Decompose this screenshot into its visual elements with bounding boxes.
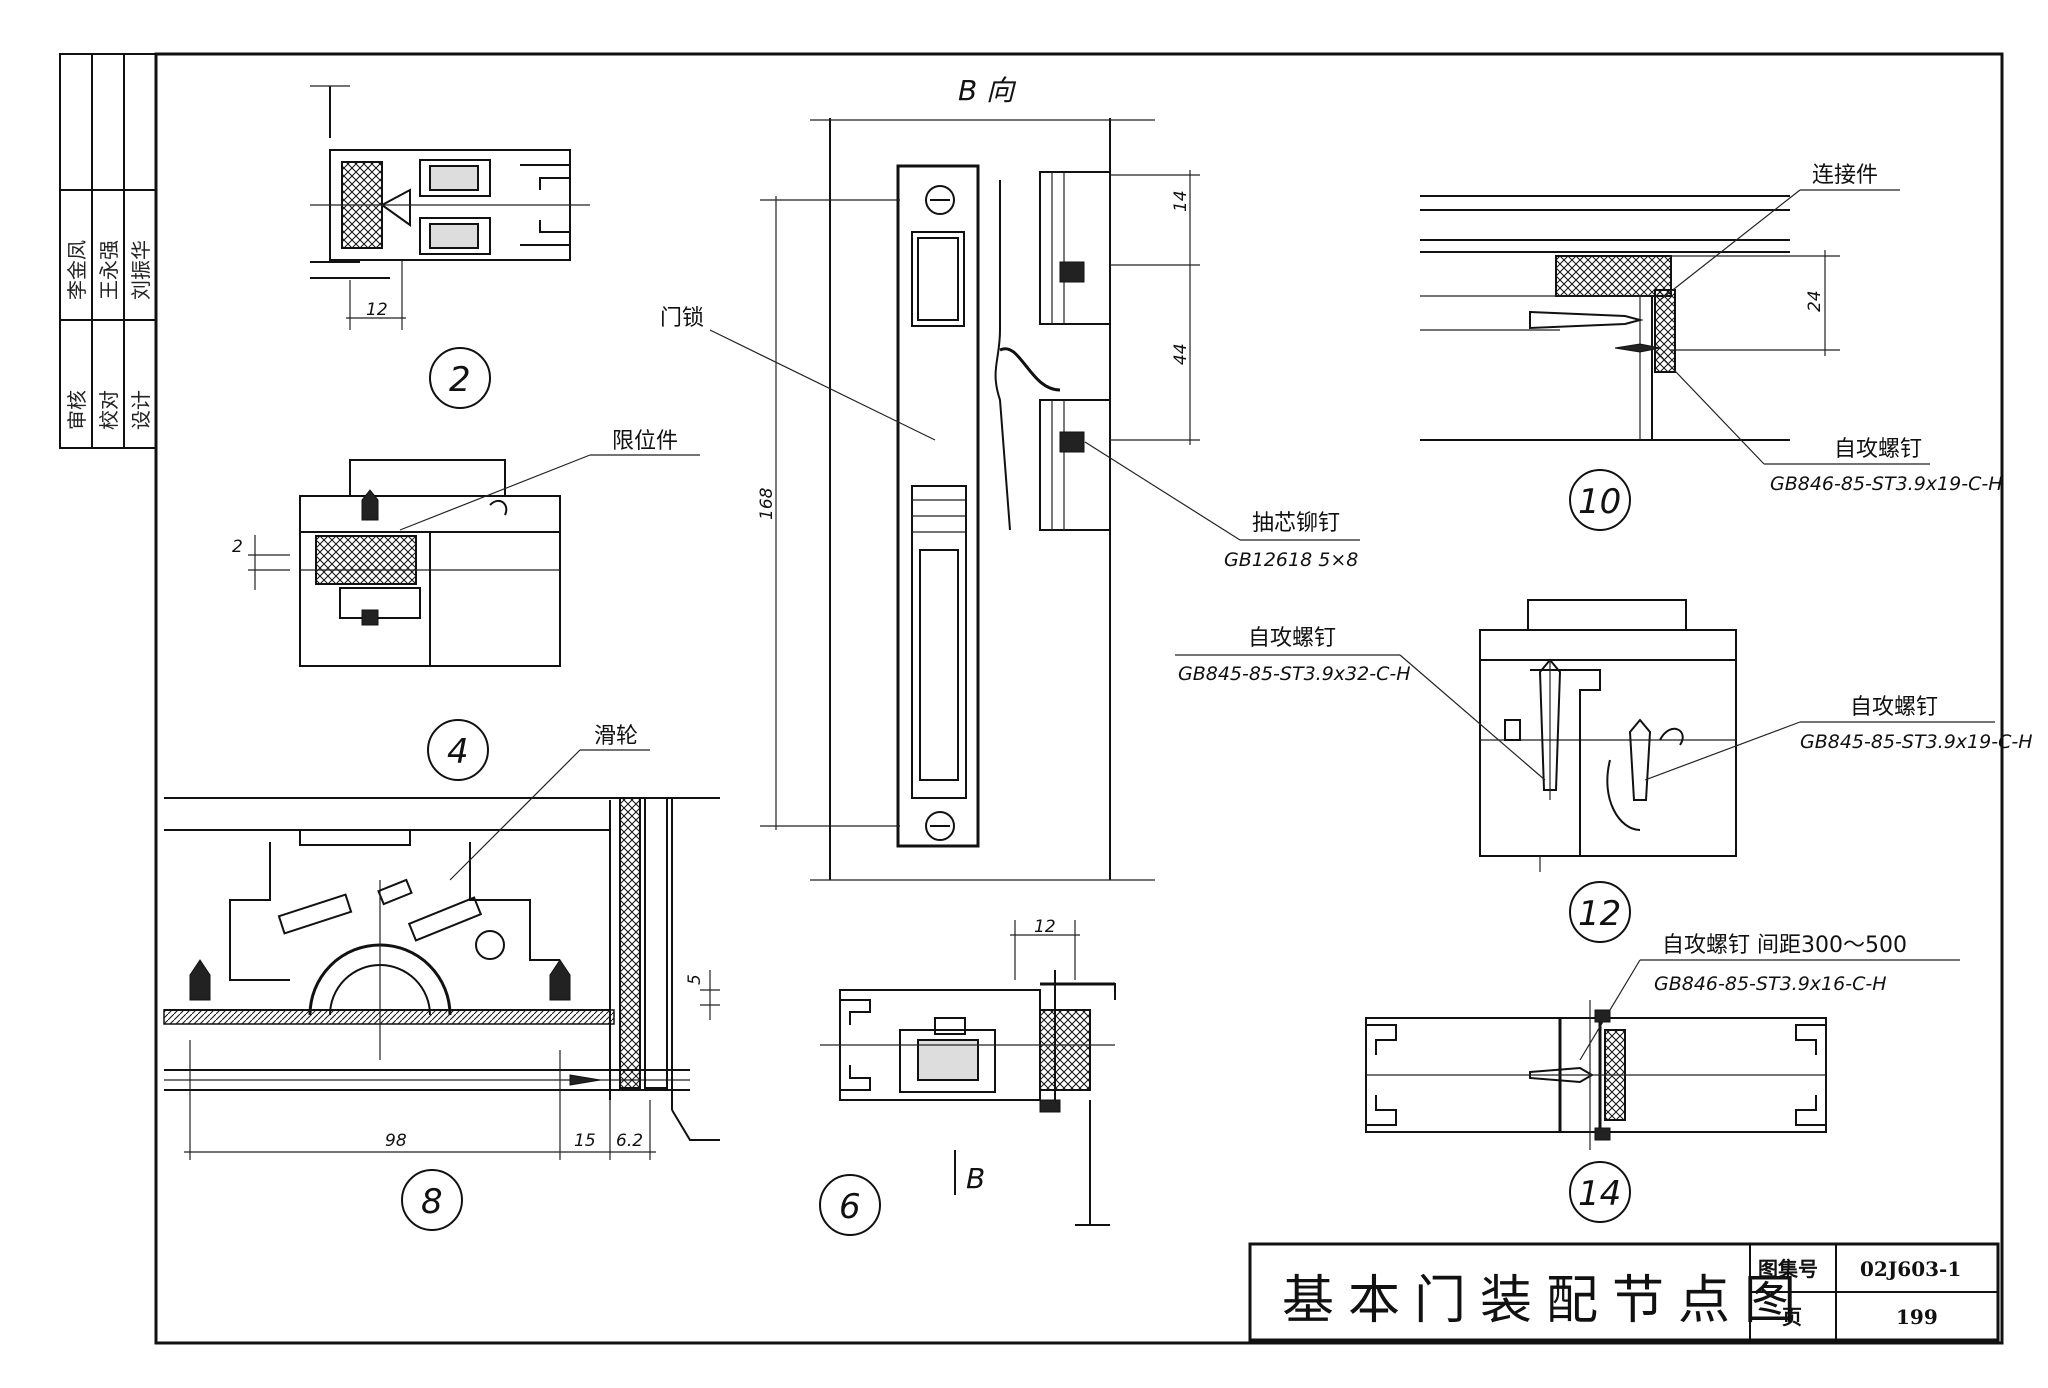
- dim-8-a: 98: [385, 1131, 407, 1151]
- leader-limit-piece: [399, 454, 700, 531]
- leader-pulley: [449, 749, 650, 881]
- detail-14-drawing: [1365, 1000, 1827, 1150]
- label-screw-12a: 自攻螺钉: [1248, 626, 1336, 651]
- callout-2: [429, 347, 491, 409]
- stamp-role-2: 校对: [97, 390, 121, 430]
- label-screw-10: 自攻螺钉: [1834, 437, 1922, 462]
- stamp-name-3: 刘振华: [129, 240, 153, 300]
- dim-8-b: 15: [574, 1131, 596, 1151]
- detail-6-drawing: [820, 920, 1116, 1226]
- drawing-title: 基本门装配节点图: [1282, 1271, 1810, 1331]
- callout-8: [401, 1169, 463, 1231]
- leader-blind-rivet: [1084, 441, 1360, 541]
- callout-8-number: 8: [421, 1182, 443, 1222]
- stamp-role-1: 审核: [65, 390, 89, 430]
- side-stamp: 审核 校对 设计 李金凤 王永强 刘振华: [65, 240, 153, 430]
- dim-10: 24: [1805, 290, 1825, 312]
- callout-14: [1569, 1161, 1631, 1223]
- dim-6-width: 12: [1034, 917, 1056, 937]
- label-screw-12b: 自攻螺钉: [1850, 695, 1938, 720]
- title-block: [1248, 1242, 2000, 1342]
- dim-b-total: 168: [757, 487, 777, 520]
- callout-4-number: 4: [447, 732, 469, 772]
- label-limit-piece: 限位件: [612, 429, 678, 454]
- section-mark-b: B: [966, 1162, 985, 1195]
- callout-2-number: 2: [449, 360, 471, 400]
- detail-2-drawing: [310, 85, 590, 330]
- dim-b-mid: 44: [1171, 343, 1191, 365]
- callout-6: [819, 1174, 881, 1236]
- detail-12-drawing: [1479, 599, 1737, 872]
- label-screw-14: 自攻螺钉 间距300～500: [1662, 933, 1907, 958]
- stamp-name-1: 李金凤: [65, 240, 89, 300]
- label-screw-12b-spec: GB845-85-ST3.9x19-C-H: [1800, 731, 2032, 753]
- callout-10: [1569, 469, 1631, 531]
- label-screw-12a-spec: GB845-85-ST3.9x32-C-H: [1178, 663, 1410, 685]
- leader-connector: [1659, 189, 1900, 301]
- callout-6-number: 6: [839, 1187, 861, 1227]
- page-label: 页: [1782, 1305, 1802, 1329]
- leader-screw-10: [1654, 349, 1930, 465]
- detail-4-drawing: [248, 459, 561, 667]
- atlas-no: 02J603-1: [1860, 1257, 1961, 1281]
- label-blind-rivet-spec: GB12618 5×8: [1224, 549, 1358, 571]
- callout-12: [1569, 881, 1631, 943]
- stamp-name-2: 王永强: [97, 240, 121, 300]
- sheet-frame: [59, 52, 2004, 1345]
- label-pulley: 滑轮: [594, 724, 638, 749]
- dim-8-c: 6.2: [616, 1131, 643, 1151]
- page-no: 199: [1896, 1305, 1938, 1329]
- detail-8-drawing: [163, 797, 720, 1160]
- label-door-lock: 门锁: [660, 306, 704, 331]
- dim-b-top: 14: [1171, 190, 1191, 212]
- dim-4-gap: 2: [232, 537, 243, 557]
- callout-10-number: 10: [1578, 482, 1621, 522]
- leader-screw-12a: [1175, 654, 1546, 781]
- leader-screw-12b: [1644, 721, 1995, 781]
- detail-10-drawing: [1420, 195, 1840, 441]
- b-view-drawing: [760, 118, 1200, 1195]
- callout-4: [427, 719, 489, 781]
- label-blind-rivet: 抽芯铆钉: [1252, 511, 1340, 536]
- atlas-no-label: 图集号: [1758, 1257, 1818, 1281]
- label-connector: 连接件: [1812, 163, 1878, 188]
- dim-8-d: 5: [685, 974, 705, 985]
- label-screw-14-spec: GB846-85-ST3.9x16-C-H: [1654, 973, 1886, 995]
- view-b-title: B 向: [958, 74, 1017, 107]
- leader-door-lock: [709, 329, 936, 441]
- callout-12-number: 12: [1578, 894, 1621, 934]
- dim-2-width: 12: [366, 300, 388, 320]
- stamp-role-3: 设计: [129, 390, 153, 430]
- label-screw-10-spec: GB846-85-ST3.9x19-C-H: [1770, 473, 2002, 495]
- leader-screw-14: [1579, 959, 1960, 1061]
- callout-14-number: 14: [1578, 1174, 1621, 1214]
